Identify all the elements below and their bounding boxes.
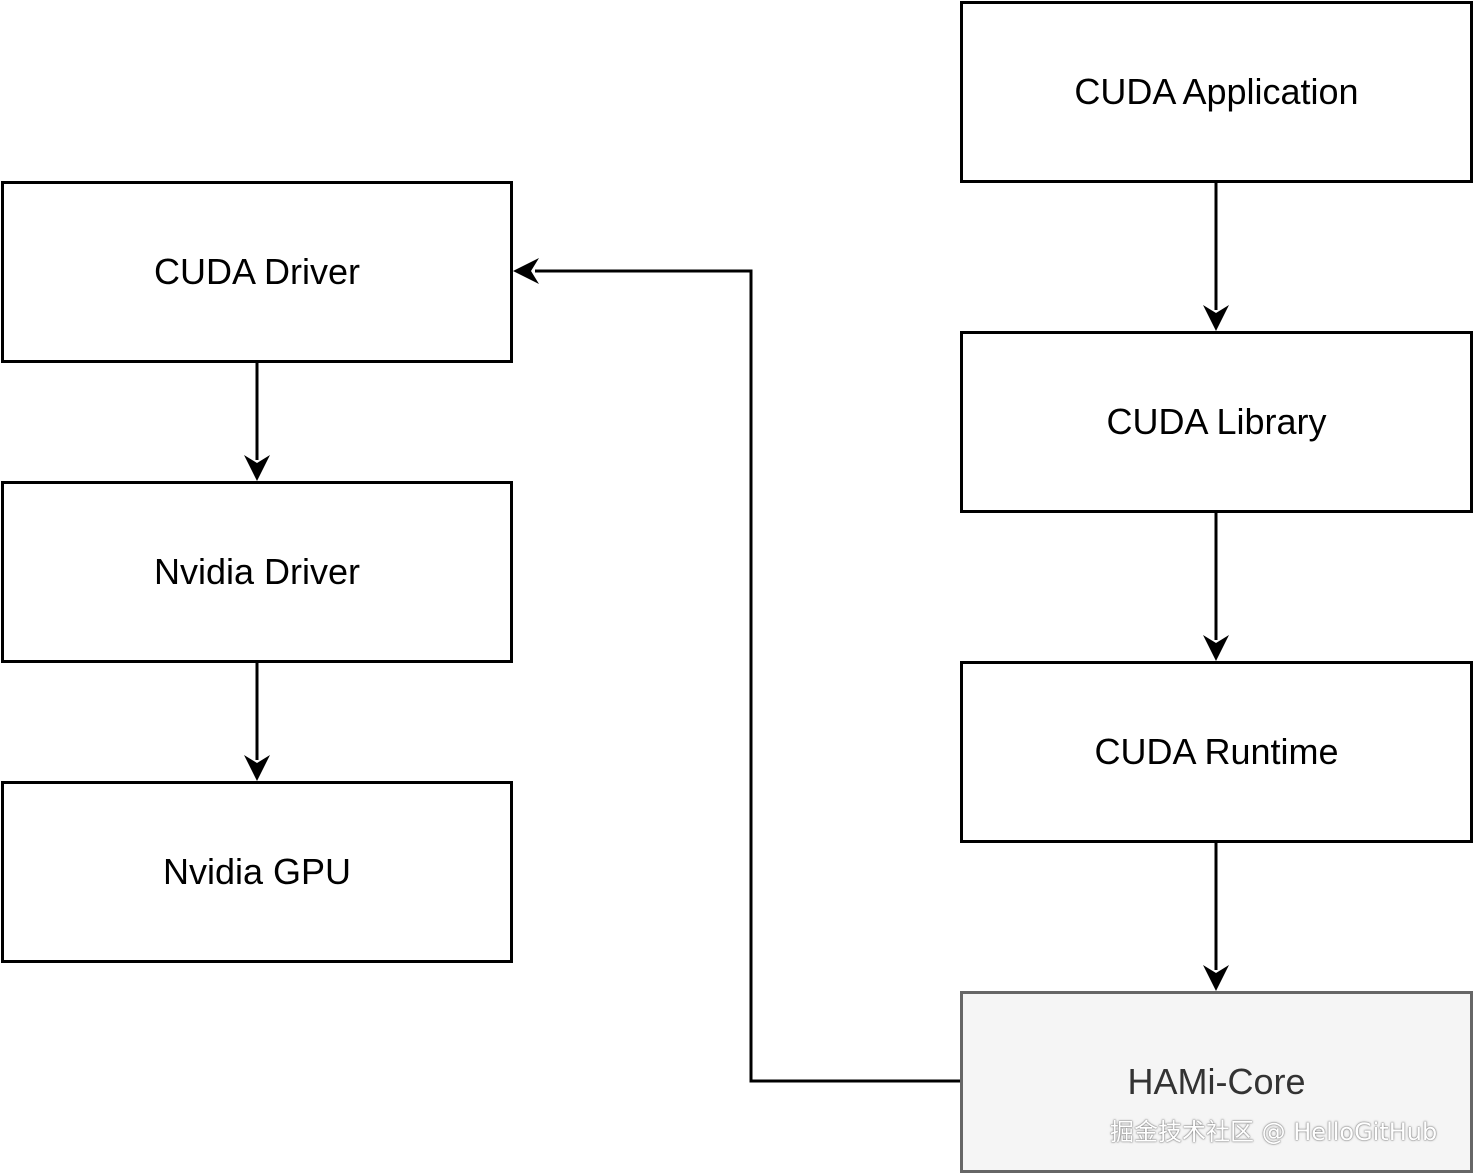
node-cuda-application: CUDA Application [960, 1, 1473, 183]
arrowhead-cuda-library [1203, 305, 1229, 331]
arrowhead-hami-core [1203, 965, 1229, 991]
node-nvidia-gpu: Nvidia GPU [1, 781, 513, 963]
node-cuda-library: CUDA Library [960, 331, 1473, 513]
node-cuda-runtime: CUDA Runtime [960, 661, 1473, 843]
arrowhead-cuda-runtime [1203, 635, 1229, 661]
watermark-text: 掘金技术社区 @ HelloGitHub [1110, 1118, 1438, 1146]
arrowhead-nvidia-gpu [244, 755, 270, 781]
node-label: HAMi-Core [1127, 1061, 1306, 1102]
node-label: CUDA Runtime [1094, 731, 1339, 772]
node-label: CUDA Driver [153, 251, 360, 292]
node-cuda-driver: CUDA Driver [1, 181, 513, 363]
node-label: Nvidia GPU [162, 851, 352, 892]
edge-hami-core-to-cuda-driver [535, 269, 961, 1083]
node-label: CUDA Application [1074, 71, 1359, 112]
node-label: CUDA Library [1106, 401, 1327, 442]
node-hami-core: HAMi-Core [960, 991, 1473, 1173]
arrowhead-cuda-driver [513, 258, 539, 284]
node-label: Nvidia Driver [153, 551, 361, 592]
node-nvidia-driver: Nvidia Driver [1, 481, 513, 663]
arrowhead-nvidia-driver [244, 455, 270, 481]
